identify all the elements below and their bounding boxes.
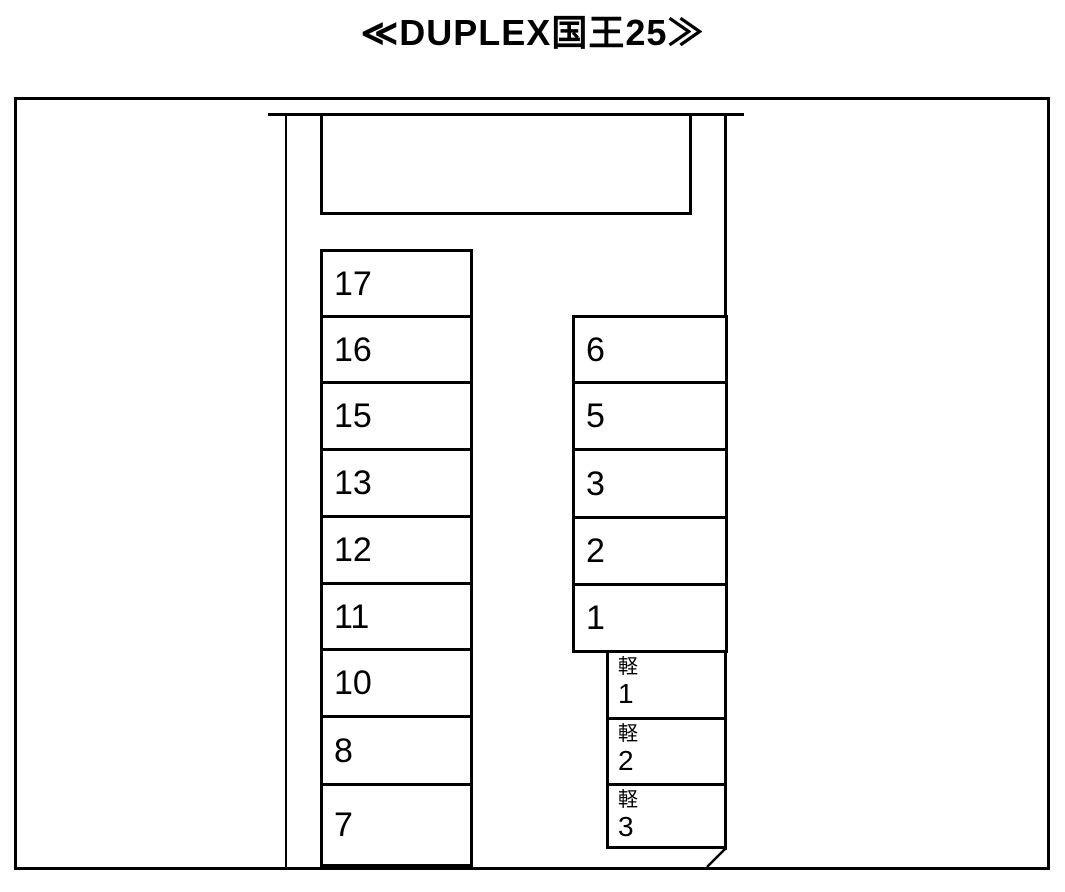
page-title: ≪DUPLEX国王25≫	[360, 12, 705, 53]
space-number: 12	[334, 531, 372, 569]
space-number: 11	[334, 597, 370, 636]
parking-space-kei-2: 軽 2	[606, 717, 727, 786]
site-boundary	[14, 97, 1050, 870]
space-number: 1	[586, 599, 605, 637]
space-number: 3	[586, 464, 605, 503]
space-number: 8	[334, 731, 353, 770]
kei-number: 1	[618, 678, 634, 709]
parking-space-13: 13	[320, 448, 473, 518]
parking-space-8: 8	[320, 715, 473, 786]
building-outline	[320, 113, 692, 215]
kei-prefix: 軽	[618, 723, 638, 745]
space-number: 7	[334, 806, 353, 844]
parking-space-1: 1	[572, 583, 728, 653]
parking-space-6: 6	[572, 315, 728, 384]
kei-number: 3	[618, 811, 634, 842]
kei-prefix: 軽	[618, 656, 638, 678]
parking-space-12: 12	[320, 515, 473, 585]
space-number: 16	[334, 330, 372, 369]
parking-space-kei-1: 軽 1	[606, 650, 727, 720]
space-number: 13	[334, 464, 372, 502]
space-number: 2	[586, 532, 605, 570]
space-number: 17	[334, 264, 372, 303]
kei-number: 2	[618, 745, 634, 776]
parking-space-17: 17	[320, 249, 473, 318]
parking-space-11: 11	[320, 582, 473, 651]
space-number: 5	[586, 397, 605, 435]
parking-space-3: 3	[572, 448, 728, 519]
space-number: 15	[334, 397, 372, 435]
parking-space-16: 16	[320, 315, 473, 384]
kei-prefix: 軽	[618, 789, 638, 811]
parking-space-15: 15	[320, 381, 473, 451]
parking-space-5: 5	[572, 381, 728, 451]
parking-space-10: 10	[320, 648, 473, 718]
space-number: 6	[586, 330, 605, 369]
parking-space-2: 2	[572, 516, 728, 586]
parking-space-7: 7	[320, 783, 473, 867]
parking-space-kei-3: 軽 3	[606, 783, 727, 849]
road-line-left	[285, 113, 287, 867]
space-number: 10	[334, 664, 372, 702]
